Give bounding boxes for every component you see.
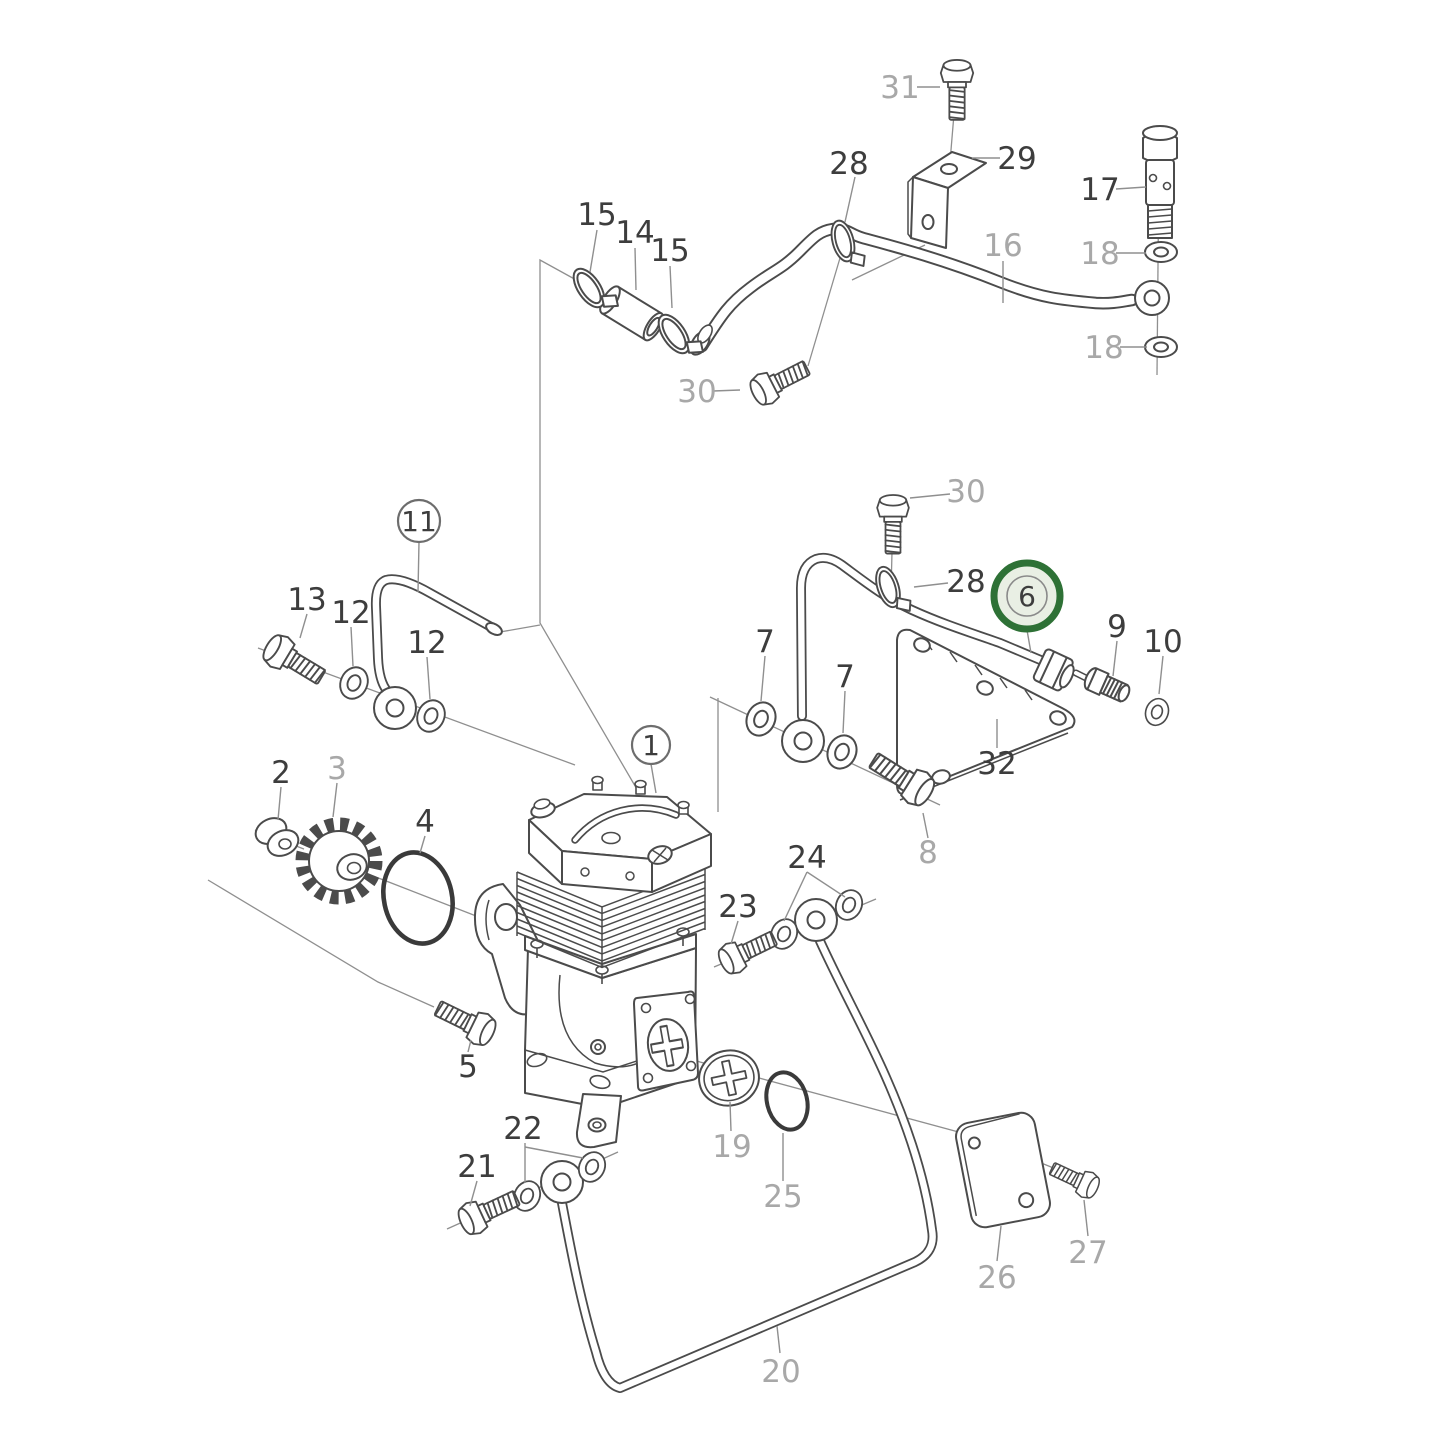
leader-line <box>1026 629 1032 654</box>
leader-line <box>589 229 598 273</box>
part-label-5: 5 <box>458 1049 478 1085</box>
leader-line <box>776 1325 781 1354</box>
leader-line <box>760 655 766 702</box>
part-label-7: 7 <box>755 624 775 660</box>
leader-line <box>922 812 929 839</box>
part-label-15: 15 <box>577 197 616 233</box>
callout-number-1: 1 <box>642 729 660 762</box>
leader-line <box>299 613 308 639</box>
gear-nut-oring-group <box>254 817 501 1051</box>
part-label-16: 16 <box>983 228 1022 264</box>
leader-line <box>469 1180 478 1207</box>
part-label-31: 31 <box>880 70 919 106</box>
cover-plate-26 <box>955 1111 1051 1229</box>
leader-line <box>1115 186 1147 190</box>
leader-line <box>1083 1199 1089 1237</box>
part-label-26: 26 <box>977 1260 1016 1296</box>
part-label-2: 2 <box>271 755 291 791</box>
leader-line <box>909 493 951 499</box>
part-label-30: 30 <box>677 374 716 410</box>
leader-line <box>712 389 741 392</box>
part-label-4: 4 <box>415 804 435 840</box>
leader-line <box>524 1146 584 1159</box>
part-label-20: 20 <box>761 1354 800 1390</box>
callout-11[interactable]: 11 <box>396 498 442 544</box>
part-label-7: 7 <box>835 659 855 695</box>
pipe20-group <box>453 884 1104 1393</box>
leader-line <box>426 656 431 700</box>
compressor-body <box>473 775 712 1149</box>
part-label-10: 10 <box>1143 624 1182 660</box>
part-label-23: 23 <box>718 889 757 925</box>
leader-line <box>996 1225 1002 1262</box>
parts-art <box>254 59 1178 1393</box>
part-label-21: 21 <box>457 1149 496 1185</box>
part-label-24: 24 <box>787 840 826 876</box>
leader-line <box>783 871 808 922</box>
part-label-30: 30 <box>946 474 985 510</box>
pipe6-group <box>740 494 1173 812</box>
part-label-17: 17 <box>1080 172 1119 208</box>
leader-line <box>634 247 637 291</box>
part-label-15: 15 <box>650 233 689 269</box>
part-label-29: 29 <box>997 141 1036 177</box>
leader-line <box>1112 640 1118 677</box>
part-label-14: 14 <box>615 215 654 251</box>
leader-line <box>844 176 856 223</box>
leader-line <box>806 871 846 898</box>
part-label-28: 28 <box>946 564 985 600</box>
callout-number-6: 6 <box>1018 580 1036 613</box>
part-label-12: 12 <box>331 595 370 631</box>
callout-1[interactable]: 1 <box>630 724 672 766</box>
part-label-19: 19 <box>712 1129 751 1165</box>
leader-line <box>419 835 426 854</box>
part-label-9: 9 <box>1107 609 1127 645</box>
part-label-25: 25 <box>763 1179 802 1215</box>
part-label-12: 12 <box>407 625 446 661</box>
part-label-28: 28 <box>829 146 868 182</box>
banjo-bolt-17 <box>1142 125 1178 239</box>
highlighted-callout-6[interactable]: 6 <box>990 559 1064 633</box>
leader-line <box>650 763 657 794</box>
leader-line <box>729 1101 732 1132</box>
part-label-3: 3 <box>327 751 347 787</box>
leader-line <box>913 582 949 588</box>
part-label-8: 8 <box>918 835 938 871</box>
leader-line <box>417 541 420 593</box>
pipe11-group <box>257 574 503 738</box>
part-label-13: 13 <box>287 582 326 618</box>
bracket-29 <box>907 151 987 249</box>
part-label-22: 22 <box>503 1111 542 1147</box>
leader-line <box>277 786 282 821</box>
part-label-32: 32 <box>977 746 1016 782</box>
leader-line <box>842 690 846 734</box>
leader-line <box>467 1039 472 1053</box>
part-label-27: 27 <box>1068 1235 1107 1271</box>
leader-line <box>350 626 354 667</box>
leader-line <box>1158 655 1164 695</box>
leader-line <box>332 782 338 818</box>
part-label-18: 18 <box>1084 330 1123 366</box>
leader-line <box>669 265 673 309</box>
callout-number-11: 11 <box>401 505 437 538</box>
pipe16-group <box>566 59 1178 411</box>
part-label-18: 18 <box>1080 236 1119 272</box>
leader-line <box>730 920 739 945</box>
